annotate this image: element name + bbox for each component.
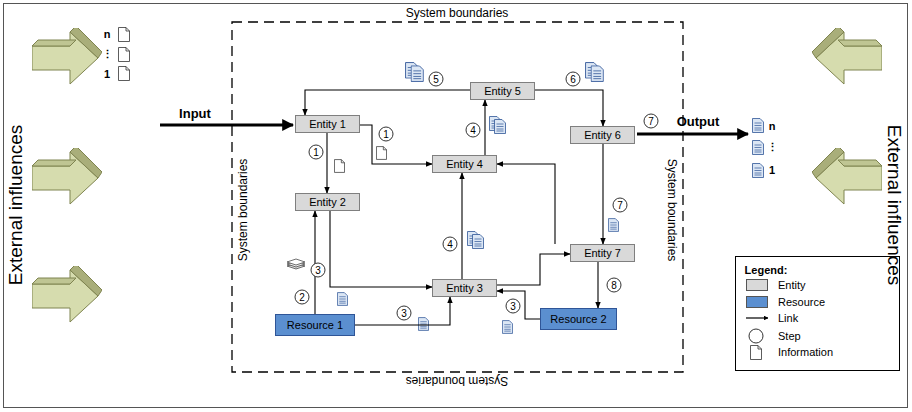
node-label: Entity 5 <box>484 85 521 97</box>
step-number: 7 <box>644 114 659 129</box>
link-arrow <box>360 125 432 164</box>
link-arrow <box>484 100 485 155</box>
link-arrow <box>597 262 598 308</box>
step-number: 4 <box>443 237 458 252</box>
step-number: 6 <box>566 72 581 87</box>
entity-box: Entity 2 <box>295 193 360 211</box>
node-label: Entity 3 <box>446 282 483 294</box>
legend-text: Link <box>778 312 798 324</box>
entity-box: Entity 4 <box>432 155 497 173</box>
node-label: Entity 4 <box>446 158 483 170</box>
count-label: ⋮ <box>102 48 113 61</box>
legend-text: Entity <box>778 279 806 291</box>
link-arrow <box>497 291 540 319</box>
step-number: 7 <box>613 198 628 213</box>
step-number: 8 <box>607 278 622 293</box>
node-label: Resource 1 <box>287 319 343 331</box>
step-number: 1 <box>379 127 394 142</box>
node-label: Entity 7 <box>584 247 621 259</box>
boundary-label: System boundaries <box>406 6 509 20</box>
entity-box: Entity 1 <box>295 115 360 133</box>
legend-swatch <box>746 296 768 308</box>
node-label: Resource 2 <box>550 313 606 325</box>
boundary-label: System boundaries <box>665 159 679 262</box>
link-arrow <box>497 254 570 285</box>
link-arrow <box>355 297 450 325</box>
boundary-label: System boundaries <box>236 159 250 262</box>
legend-title: Legend: <box>745 264 788 276</box>
legend-text: Step <box>778 330 801 342</box>
count-label: 1 <box>104 68 110 80</box>
output-label: Output <box>677 114 720 129</box>
step-number: 1 <box>309 145 324 160</box>
legend-swatch <box>746 279 768 291</box>
step-number: 4 <box>466 123 481 138</box>
input-label: Input <box>179 106 211 121</box>
step-number: 5 <box>429 72 444 87</box>
count-label: 1 <box>769 164 775 176</box>
legend-text: Information <box>778 346 833 358</box>
step-number: 3 <box>506 299 521 314</box>
entity-box: Entity 3 <box>432 279 497 297</box>
link-arrow <box>461 173 462 279</box>
step-number: 2 <box>295 290 310 305</box>
link-arrow <box>497 164 555 244</box>
count-label: n <box>769 120 776 132</box>
link-arrow <box>535 90 603 126</box>
node-label: Entity 2 <box>309 196 346 208</box>
link-arrow <box>326 133 327 193</box>
entity-box: Entity 7 <box>570 244 635 262</box>
node-label: Entity 6 <box>584 129 621 141</box>
entity-box: Entity 6 <box>570 126 635 144</box>
link-arrow <box>330 211 432 287</box>
resource-box: Resource 2 <box>540 308 617 330</box>
boundary-label: System boundaries <box>406 374 509 388</box>
count-label: ⋮ <box>767 141 778 154</box>
step-number: 3 <box>397 306 412 321</box>
external-label: External influences <box>883 125 905 286</box>
resource-box: Resource 1 <box>275 314 355 336</box>
legend-text: Resource <box>778 296 825 308</box>
link-arrow <box>305 90 470 115</box>
count-label: n <box>104 28 111 40</box>
node-label: Entity 1 <box>309 118 346 130</box>
step-number: 3 <box>311 263 326 278</box>
entity-box: Entity 5 <box>470 82 535 100</box>
external-label: External influences <box>5 125 27 286</box>
link-arrow <box>602 144 603 244</box>
